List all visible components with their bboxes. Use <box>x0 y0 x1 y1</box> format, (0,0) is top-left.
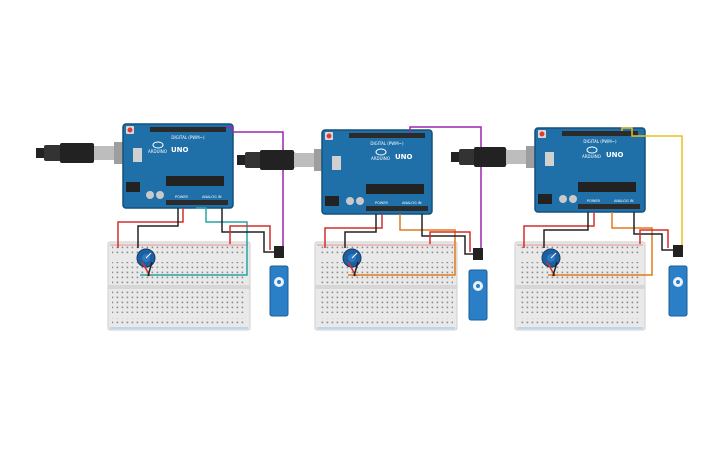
arduino-uno-board-1[interactable]: DIGITAL (PWM~) UNO ARDUINO POWER ANALOG … <box>122 123 234 209</box>
servo-motor-3[interactable] <box>668 245 688 317</box>
breadboard-2[interactable] <box>314 241 458 331</box>
board-logo: UNO <box>606 151 624 159</box>
power-label: POWER <box>587 199 601 203</box>
power-label: POWER <box>375 201 389 205</box>
analog-label: ANALOG IN <box>402 201 422 205</box>
potentiometer-2[interactable] <box>342 248 362 268</box>
board-brand: ARDUINO <box>148 149 167 154</box>
usb-cable-3[interactable] <box>451 146 542 168</box>
board-brand: ARDUINO <box>371 156 390 161</box>
arduino-uno-board-2[interactable]: DIGITAL (PWM~) UNO ARDUINO POWER ANALOG … <box>321 129 433 215</box>
circuit-2: DIGITAL (PWM~) UNO ARDUINO POWER ANALOG … <box>237 126 488 331</box>
arduino-uno-board-3[interactable]: DIGITAL (PWM~) UNO ARDUINO POWER ANALOG … <box>534 127 646 213</box>
servo-motor-1[interactable] <box>269 246 289 317</box>
wires-2 <box>324 126 482 277</box>
board-logo: UNO <box>395 153 413 161</box>
usb-cable-2[interactable] <box>237 149 334 171</box>
digital-header-label: DIGITAL (PWM~) <box>370 141 404 146</box>
digital-header-label: DIGITAL (PWM~) <box>171 135 205 140</box>
breadboard-3[interactable] <box>514 241 646 331</box>
usb-cable-1[interactable] <box>36 142 134 164</box>
potentiometer-3[interactable] <box>541 248 561 268</box>
digital-header-label: DIGITAL (PWM~) <box>583 139 617 144</box>
circuit-1: DIGITAL (PWM~) UNO ARDUINO POWER ANALOG … <box>36 123 289 331</box>
analog-label: ANALOG IN <box>202 195 222 199</box>
potentiometer-1[interactable] <box>136 248 156 268</box>
board-logo: UNO <box>171 146 189 154</box>
servo-motor-2[interactable] <box>468 248 488 321</box>
board-brand: ARDUINO <box>582 154 601 159</box>
wires-3 <box>523 127 683 277</box>
power-label: POWER <box>175 195 189 199</box>
circuit-3: DIGITAL (PWM~) UNO ARDUINO POWER ANALOG … <box>451 127 688 331</box>
analog-label: ANALOG IN <box>614 199 634 203</box>
breadboard-1[interactable] <box>107 241 251 331</box>
